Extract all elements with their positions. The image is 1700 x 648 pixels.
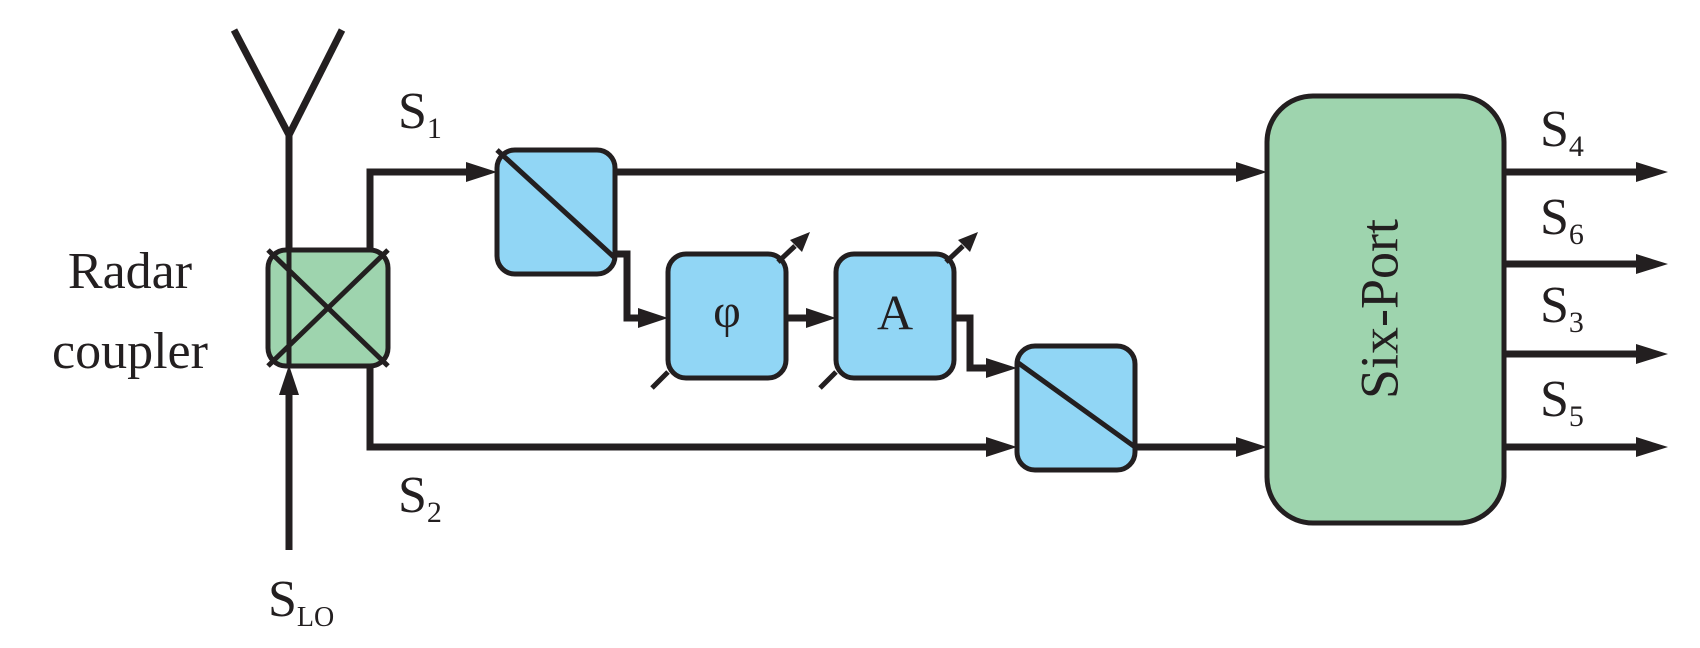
label-slo-sub: LO <box>297 602 334 633</box>
label-s5-main: S <box>1540 371 1569 428</box>
label-s6-main: S <box>1540 189 1569 246</box>
attenuator-label: A <box>877 284 913 340</box>
label-s3-main: S <box>1540 277 1569 334</box>
attenuator-to-combiner-path <box>954 314 1017 378</box>
label-s1-sub: 1 <box>427 112 442 145</box>
label-slo: SLO <box>268 571 334 633</box>
six-port-label: Six-Port <box>1349 219 1409 399</box>
radar-coupler <box>265 247 391 369</box>
label-s2-sub: 2 <box>427 496 442 529</box>
label-s4-sub: 4 <box>1569 130 1584 163</box>
output-s5-line <box>1504 437 1668 457</box>
attenuator: A <box>818 232 978 390</box>
label-slo-main: S <box>268 571 297 628</box>
lower-combiner <box>1014 343 1138 473</box>
upper-splitter <box>494 147 618 277</box>
label-s4: S4 <box>1540 101 1584 163</box>
splitter-to-phase-path <box>615 250 668 328</box>
phase-shifter: φ <box>650 232 810 390</box>
phase-to-attenuator-path <box>786 308 836 328</box>
label-s3-sub: 3 <box>1569 306 1584 339</box>
coupler-label-line1: Radar <box>68 243 192 300</box>
upper-path <box>615 162 1267 182</box>
label-s6-sub: 6 <box>1569 218 1584 251</box>
s1-path <box>366 162 497 250</box>
label-s3: S3 <box>1540 277 1584 339</box>
output-s6-line <box>1504 254 1668 274</box>
label-s2-main: S <box>398 467 427 524</box>
label-s4-main: S <box>1540 101 1569 158</box>
s2-path <box>366 366 1017 457</box>
label-s2: S2 <box>398 467 442 529</box>
label-s5: S5 <box>1540 371 1584 433</box>
six-port-block: Six-Port <box>1264 93 1507 526</box>
lo-input-line <box>279 365 299 550</box>
label-s1-main: S <box>398 83 427 140</box>
output-s3-line <box>1504 344 1668 364</box>
combiner-to-sixport-path <box>1135 437 1267 457</box>
label-s6: S6 <box>1540 189 1584 251</box>
output-s4-line <box>1504 162 1668 182</box>
coupler-label-line2: coupler <box>52 323 208 380</box>
label-s1: S1 <box>398 83 442 145</box>
antenna-icon <box>230 28 346 250</box>
phase-shifter-label: φ <box>713 285 741 338</box>
label-s5-sub: 5 <box>1569 400 1584 433</box>
